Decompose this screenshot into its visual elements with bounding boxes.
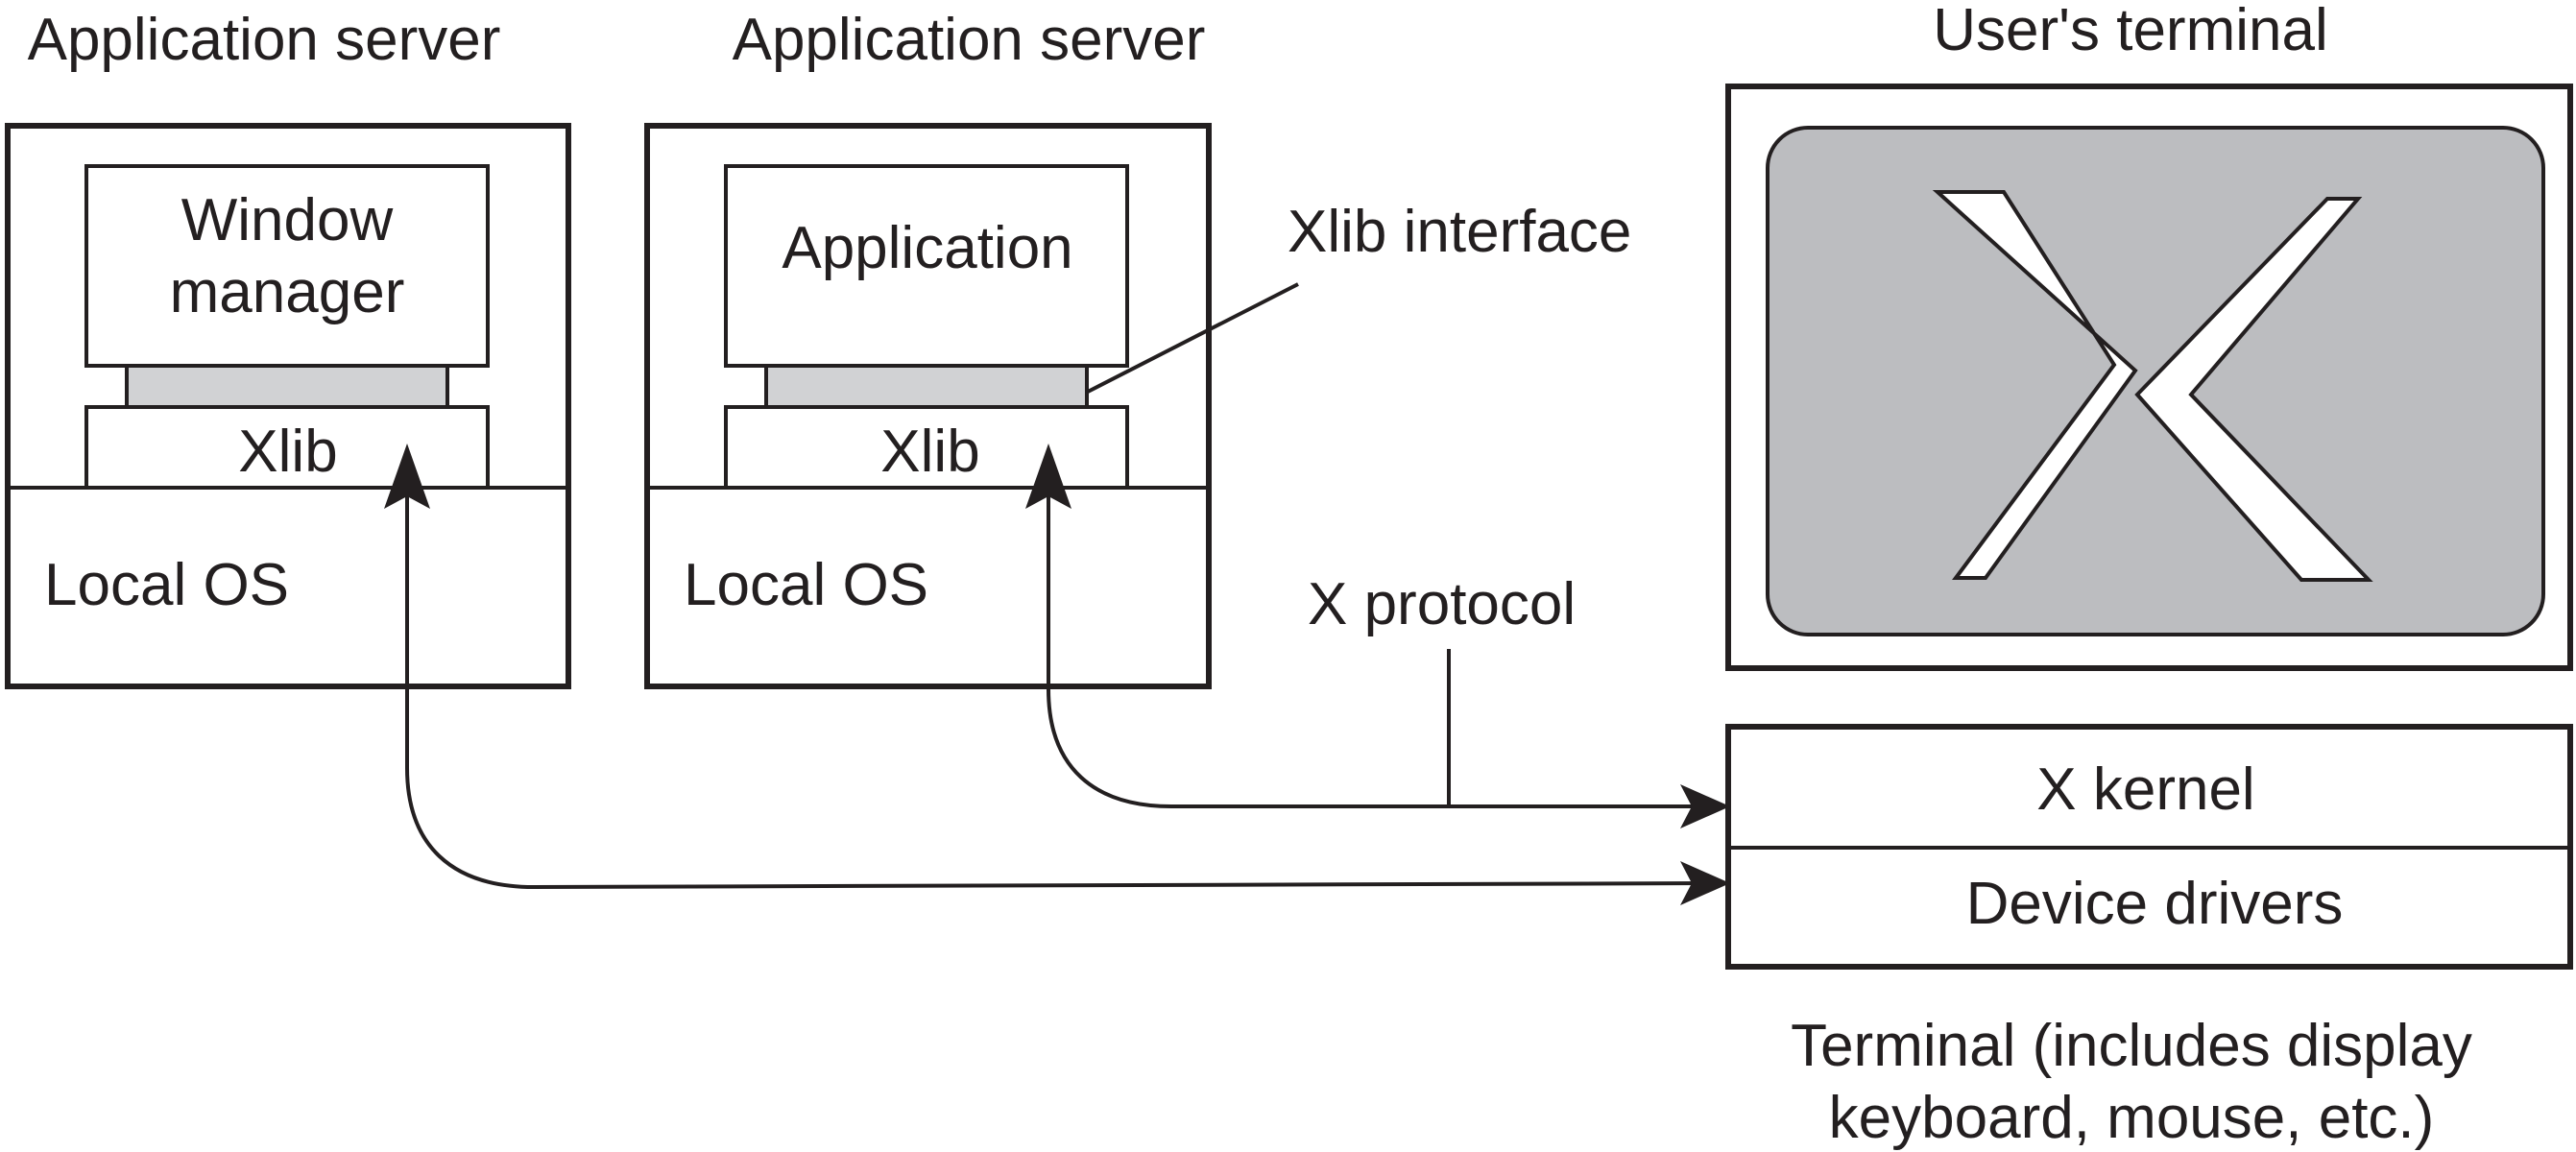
middle-xlib-arrowhead [1025, 444, 1071, 509]
middle-kernel-arrowhead [1680, 784, 1730, 828]
application-label: Application [782, 215, 1072, 281]
middle-server-title: Application server [733, 7, 1206, 73]
device-drivers-label: Device drivers [1966, 871, 2344, 937]
terminal-caption-line2: keyboard, mouse, etc.) [1829, 1085, 2435, 1151]
left-application-server: Application server Window manager Xlib L… [5, 7, 571, 689]
window-manager-label-line2: manager [170, 259, 405, 325]
left-xlib-label: Xlib [238, 419, 337, 485]
left-server-title: Application server [28, 7, 501, 73]
window-manager-box [84, 164, 490, 368]
left-to-terminal-connection [405, 689, 1725, 890]
middle-to-terminal-connection [1047, 688, 1725, 810]
terminal-title: User's terminal [1933, 0, 2327, 63]
application-box [724, 164, 1129, 368]
terminal-caption-line1: Terminal (includes display [1791, 1013, 2472, 1079]
x-kernel-label: X kernel [2036, 756, 2254, 823]
left-drivers-arrowhead [1680, 861, 1730, 905]
left-local-os-label: Local OS [44, 552, 289, 618]
users-terminal: User's terminal X kernel Device drivers … [1725, 0, 2573, 1151]
xlib-interface-pointer [1087, 282, 1299, 394]
middle-xlib-label: Xlib [880, 419, 979, 485]
left-xlib-interface-band [125, 364, 449, 409]
middle-xlib-box [724, 405, 1129, 490]
left-xlib-box [84, 405, 490, 490]
x-protocol-label: X protocol [1308, 571, 1576, 637]
window-manager-label-line1: Window [181, 187, 394, 253]
middle-xlib-interface-band [764, 364, 1089, 409]
xlib-interface-label: Xlib interface [1288, 199, 1631, 265]
x-window-logo-icon [1932, 190, 2373, 582]
middle-local-os-label: Local OS [684, 552, 928, 618]
middle-application-server: Application server Application Xlib Loca… [644, 7, 1212, 689]
left-xlib-arrowhead [384, 444, 430, 509]
